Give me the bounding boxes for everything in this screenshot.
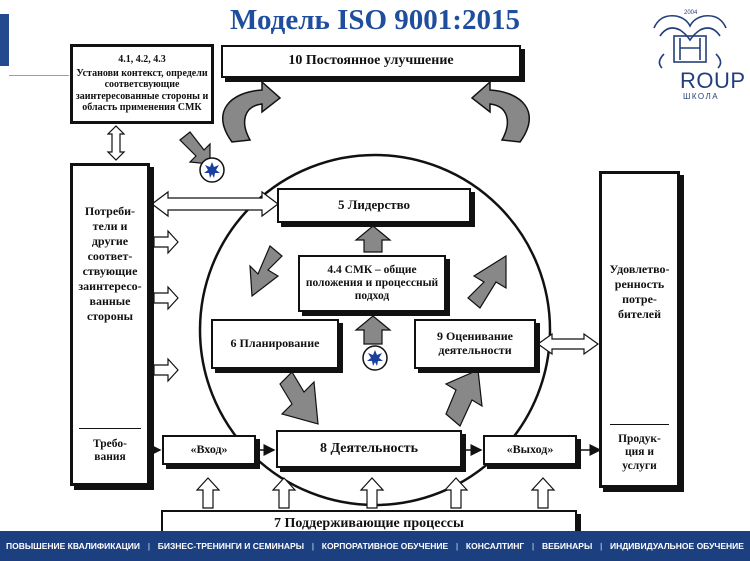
planning-box: 6 Планирование bbox=[211, 319, 339, 369]
improvement-arrow-left bbox=[221, 80, 282, 143]
footer-link-corporate[interactable]: КОРПОРАТИВНОЕ ОБУЧЕНИЕ bbox=[321, 541, 449, 551]
output-box: «Выход» bbox=[483, 435, 577, 465]
star-icon bbox=[362, 345, 388, 371]
title-divider bbox=[9, 75, 69, 76]
customers-leadership-arrow bbox=[151, 190, 279, 218]
context-text: Установи контекст, определи соответсвующ… bbox=[75, 67, 209, 114]
evaluation-satisfaction-arrow bbox=[536, 332, 600, 356]
smk-box: 4.4 СМК – общие положения и процессный п… bbox=[298, 255, 446, 312]
context-link-arrow bbox=[106, 125, 126, 161]
star-to-smk-arrow bbox=[354, 315, 392, 345]
star-icon bbox=[199, 157, 225, 183]
leadership-to-planning-arrow bbox=[249, 245, 283, 298]
context-clause: 4.1, 4.2, 4.3 bbox=[118, 54, 166, 66]
input-box: «Вход» bbox=[162, 435, 256, 465]
products-label: Продук- ция и услуги bbox=[610, 424, 669, 481]
smk-to-leadership-arrow bbox=[354, 225, 392, 253]
satisfaction-column: Удовлетво- ренность потре- бителей Проду… bbox=[599, 171, 680, 488]
planning-to-activity-arrow bbox=[279, 371, 319, 425]
context-to-star-arrow bbox=[179, 131, 211, 165]
footer-nav: ПОВЫШЕНИЕ КВАЛИФИКАЦИИ| БИЗНЕС-ТРЕНИНГИ … bbox=[0, 531, 750, 561]
evaluation-to-leadership-arrow bbox=[467, 254, 507, 309]
logo-wordmark: ROUP bbox=[680, 68, 746, 93]
footer-link-trainings[interactable]: БИЗНЕС-ТРЕНИНГИ И СЕМИНАРЫ bbox=[157, 541, 305, 551]
support-arrows bbox=[195, 477, 556, 509]
activity-to-evaluation-arrow bbox=[444, 369, 483, 427]
requirement-arrows bbox=[153, 229, 179, 383]
interested-parties-column: Потреби- тели и другие соответ- ствующие… bbox=[70, 163, 150, 486]
svg-text:2004: 2004 bbox=[684, 10, 698, 16]
context-box: 4.1, 4.2, 4.3 Установи контекст, определ… bbox=[70, 44, 214, 124]
improvement-box: 10 Постоянное улучшение bbox=[221, 45, 521, 78]
school-logo-icon: 2004 bbox=[653, 10, 727, 69]
evaluation-box: 9 Оценивание деятельности bbox=[414, 319, 536, 369]
requirements-label: Требо- вания bbox=[79, 428, 141, 473]
footer-link-webinars[interactable]: ВЕБИНАРЫ bbox=[541, 541, 593, 551]
satisfaction-text: Удовлетво- ренность потре- бителей bbox=[609, 262, 670, 321]
page-title: Модель ISO 9001:2015 bbox=[230, 4, 520, 36]
footer-link-individual[interactable]: ИНДИВИДУАЛЬНОЕ ОБУЧЕНИЕ bbox=[610, 541, 744, 551]
logo-subtitle: ШКОЛА bbox=[683, 92, 720, 101]
leadership-box: 5 Лидерство bbox=[277, 188, 471, 223]
improvement-arrow-right bbox=[470, 80, 531, 143]
activity-box: 8 Деятельность bbox=[276, 430, 462, 468]
interested-parties-text: Потреби- тели и другие соответ- ствующие… bbox=[78, 204, 142, 323]
footer-link-consulting[interactable]: КОНСАЛТИНГ bbox=[465, 541, 525, 551]
footer-link-qualification[interactable]: ПОВЫШЕНИЕ КВАЛИФИКАЦИИ bbox=[6, 541, 141, 551]
left-accent-stripe bbox=[0, 14, 9, 66]
